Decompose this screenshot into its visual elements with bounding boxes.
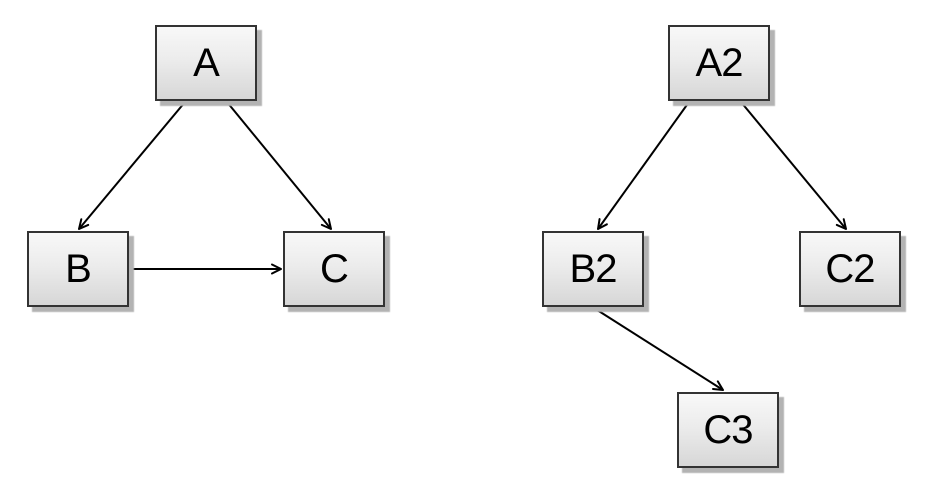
node-c2: C2: [799, 231, 901, 307]
node-c: C: [283, 231, 385, 307]
node-b: B: [27, 231, 129, 307]
edge-a-to-b: [78, 101, 186, 230]
node-b2: B2: [542, 231, 644, 307]
edge-a-to-c: [226, 101, 332, 230]
node-a2: A2: [668, 25, 770, 101]
edge-a2-to-b2: [597, 101, 690, 230]
node-c3: C3: [677, 392, 779, 468]
edge-a2-to-c2: [740, 101, 847, 230]
node-a: A: [155, 25, 257, 101]
edge-b2-to-c3: [593, 307, 724, 391]
